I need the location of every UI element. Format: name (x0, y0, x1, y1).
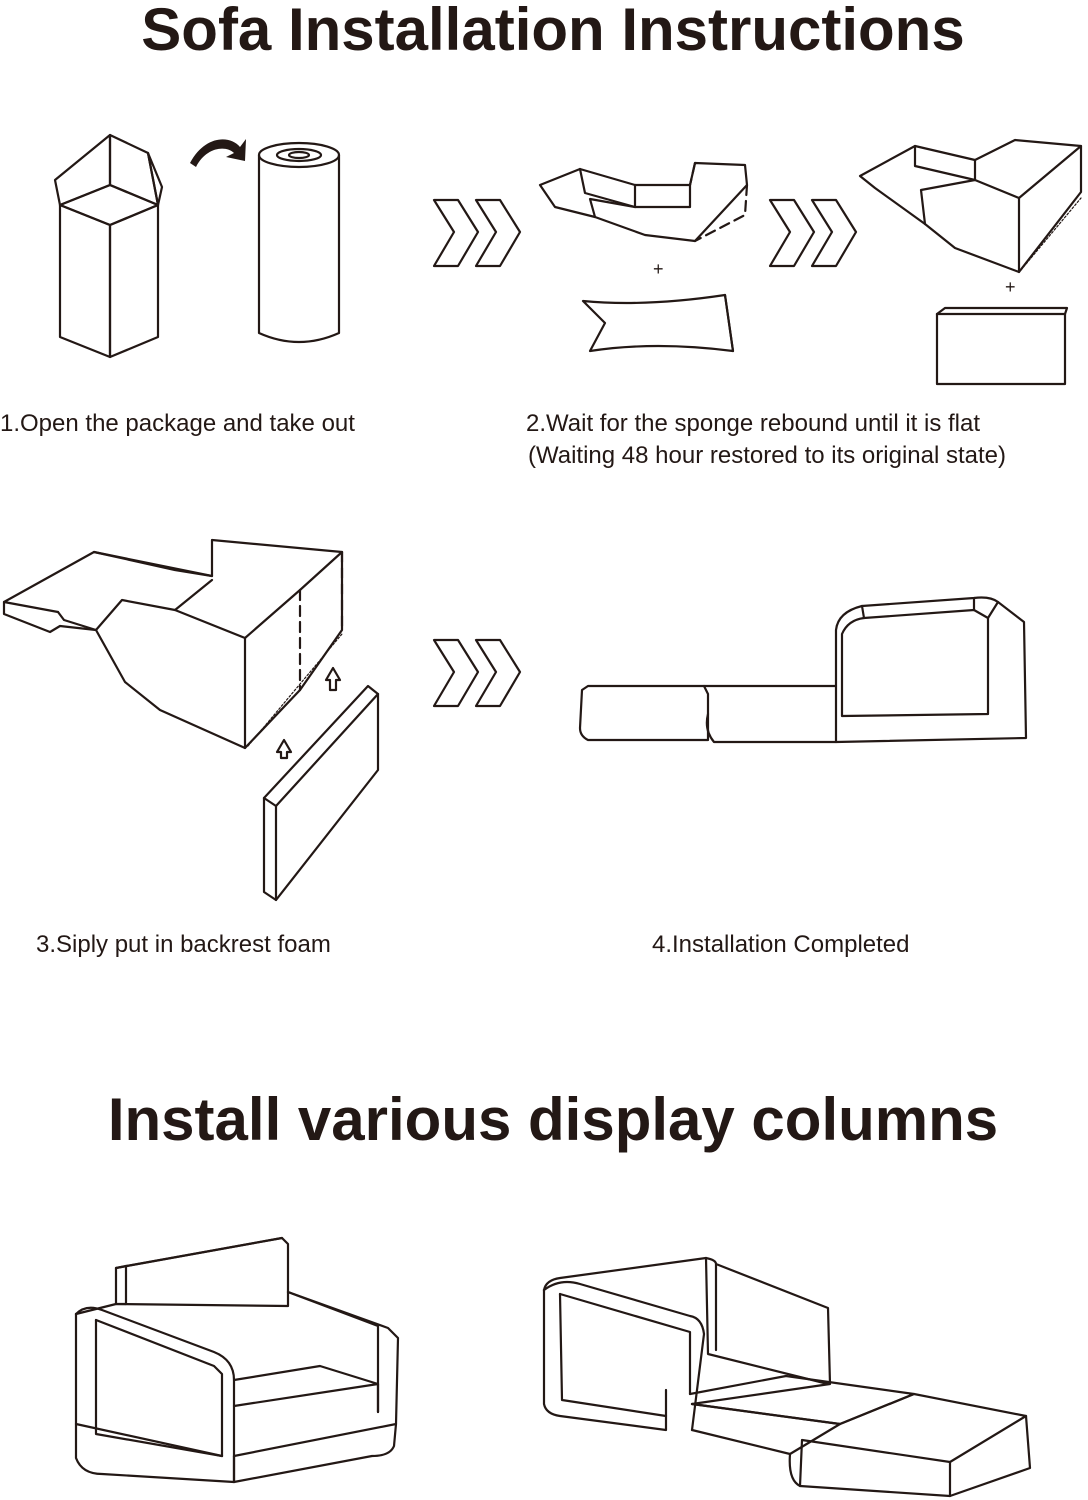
sofa-bed-illustration (540, 1254, 1034, 1500)
sofa-chair-illustration (72, 1234, 402, 1492)
step2-unfolded-sofa-illustration: + (855, 128, 1085, 390)
step3-illustration (0, 530, 390, 910)
up-arrow-icon (277, 740, 291, 758)
up-arrow-icon (326, 668, 340, 690)
plus-sign: + (653, 259, 664, 279)
backrest-foam-icon (264, 686, 378, 900)
next-arrow-icon (430, 196, 525, 271)
section-title: Install various display columns (0, 1090, 1088, 1150)
step3-caption: 3.Siply put in backrest foam (36, 929, 331, 960)
curved-arrow-icon (190, 139, 246, 167)
step2-caption: 2.Wait for the sponge rebound until it i… (526, 408, 980, 439)
package-box-icon (55, 135, 162, 357)
step1-caption: 1.Open the package and take out (0, 408, 355, 439)
plus-sign: + (1005, 277, 1016, 297)
step1-illustration (40, 125, 360, 365)
step4-caption: 4.Installation Completed (652, 929, 909, 960)
foam-roll-icon (259, 143, 339, 342)
next-arrow-icon (430, 636, 525, 711)
page-title: Sofa Installation Instructions (0, 0, 1088, 60)
step4-illustration (578, 590, 1030, 750)
step2-folded-sofa-illustration: + (535, 155, 760, 365)
step2-subcaption: (Waiting 48 hour restored to its origina… (528, 440, 1006, 471)
next-arrow-icon (766, 196, 861, 271)
